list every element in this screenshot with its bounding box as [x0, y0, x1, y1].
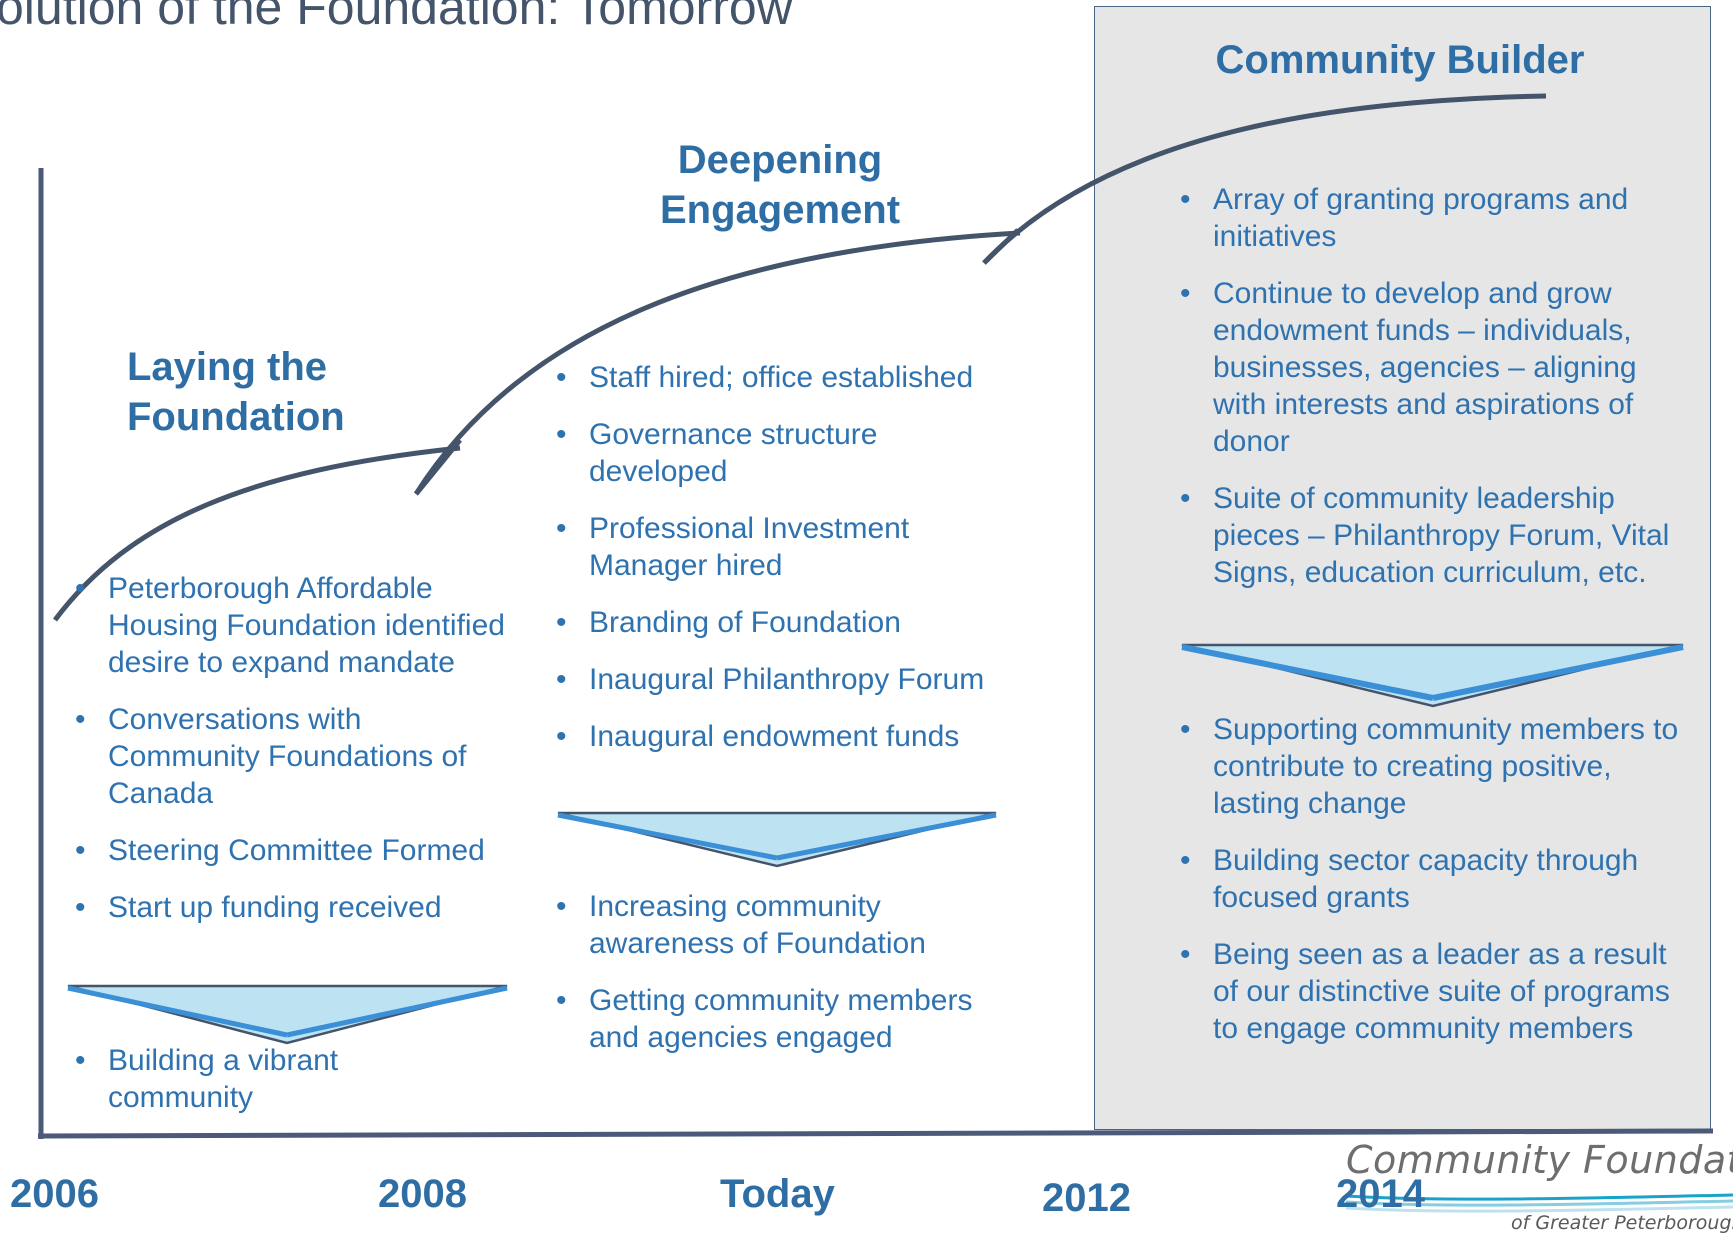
year-label-2006: 2006	[10, 1172, 99, 1216]
year-label-today: Today	[720, 1172, 835, 1216]
list-item: Increasing community awareness of Founda…	[556, 888, 986, 962]
year-label-2008: 2008	[378, 1172, 467, 1216]
list-item: Being seen as a leader as a result of ou…	[1180, 936, 1683, 1047]
logo-subtitle: of Greater Peterborough	[1511, 1212, 1733, 1234]
list-item: Inaugural endowment funds	[556, 718, 1016, 755]
phase-1-outcomes: Building a vibrant community	[74, 1042, 404, 1136]
list-item: Conversations with Community Foundations…	[74, 701, 514, 812]
list-item: Supporting community members to contribu…	[1180, 711, 1680, 822]
horizontal-axis	[37, 1128, 1714, 1139]
arrow-triangle-2	[557, 811, 997, 868]
phase-2-milestones: Staff hired; office established Governan…	[556, 359, 1016, 775]
list-item: Start up funding received	[74, 889, 514, 926]
phase-3-outcomes: Supporting community members to contribu…	[1180, 711, 1680, 1067]
growth-curve-phase-3	[982, 93, 1547, 265]
list-item: Steering Committee Formed	[74, 832, 514, 869]
phase-heading-3: Community Builder	[1215, 38, 1585, 82]
list-item: Staff hired; office established	[556, 359, 1016, 396]
slide-title: olution of the Foundation: Tomorrow	[0, 0, 793, 35]
list-item: Continue to develop and grow endowment f…	[1180, 275, 1680, 460]
list-item: Building a vibrant community	[74, 1042, 404, 1116]
list-item: Inaugural Philanthropy Forum	[556, 661, 1016, 698]
phase-heading-1: Laying the Foundation	[127, 345, 345, 439]
list-item: Peterborough Affordable Housing Foundati…	[74, 570, 514, 681]
list-item: Getting community members and agencies e…	[556, 982, 986, 1056]
list-item: Branding of Foundation	[556, 604, 1016, 641]
phase-heading-2: Deepening Engagement	[659, 138, 901, 232]
phase-2-outcomes: Increasing community awareness of Founda…	[556, 888, 986, 1076]
list-item: Governance structure developed	[556, 416, 919, 490]
logo-wave-lines	[1346, 1193, 1733, 1213]
list-item: Array of granting programs and initiativ…	[1180, 181, 1633, 255]
phase-3-milestones: Array of granting programs and initiativ…	[1180, 181, 1680, 611]
growth-curve-phase-2	[413, 230, 1021, 496]
logo-name: Community Foundation	[1346, 1138, 1733, 1182]
arrow-triangle-1	[67, 984, 508, 1045]
list-item: Building sector capacity through focused…	[1180, 842, 1680, 916]
list-item: Suite of community leadership pieces – P…	[1180, 480, 1673, 591]
year-label-2014: 2014	[1336, 1172, 1425, 1216]
list-item: Professional Investment Manager hired	[556, 510, 959, 584]
year-label-2012: 2012	[1042, 1176, 1131, 1220]
phase-1-milestones: Peterborough Affordable Housing Foundati…	[74, 570, 514, 946]
community-foundation-logo: Community Foundation of Greater Peterbor…	[1346, 1138, 1733, 1241]
